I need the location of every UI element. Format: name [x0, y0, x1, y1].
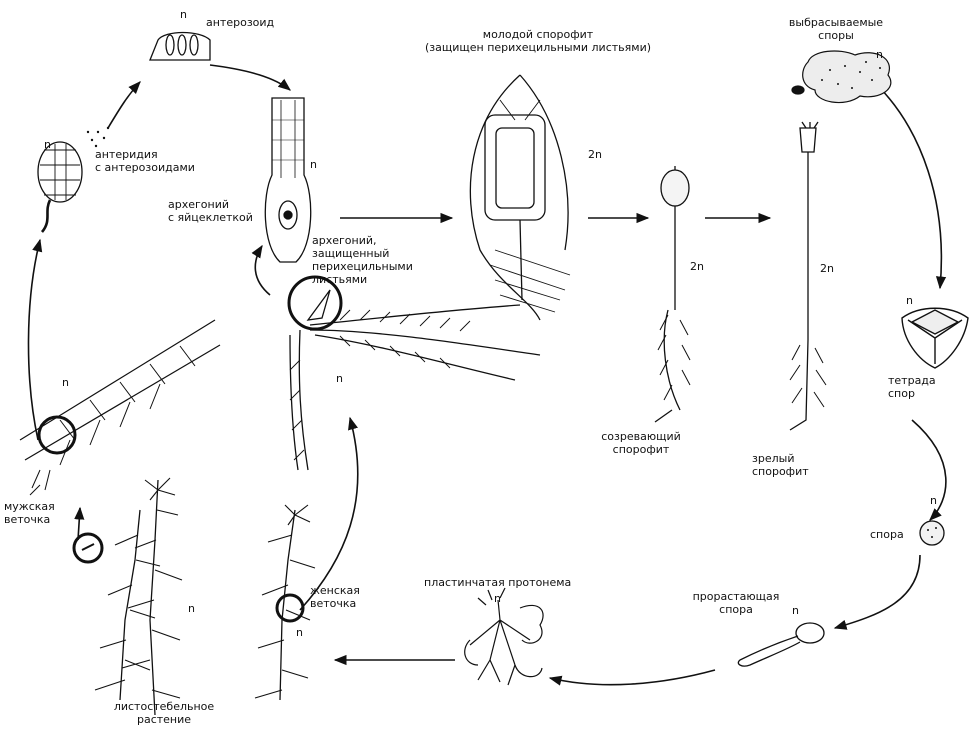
ploidy-mature-sporophyte: 2n: [820, 262, 834, 275]
maturing-sporophyte-illustration: [655, 166, 690, 422]
label-antheridium: антеридия с антерозоидами: [95, 148, 195, 174]
arrow-female-branch-up: [300, 418, 358, 610]
label-archegonium-protected: архегоний, защищенный перихецильными лис…: [312, 234, 413, 286]
label-antherozoid: антерозоид: [206, 16, 274, 29]
label-ejected-spores: выбрасываемые споры: [786, 16, 886, 42]
ploidy-archegonium: n: [310, 158, 317, 171]
label-maturing-sporophyte: созревающий спорофит: [596, 430, 686, 456]
arrow-tetrad-to-spore: [912, 420, 946, 520]
ploidy-spore: n: [930, 494, 937, 507]
label-germinating-spore: прорастающая спора: [686, 590, 786, 616]
label-mature-sporophyte: зрелый спорофит: [752, 452, 809, 478]
label-archegonium-egg: архегоний с яйцеклеткой: [168, 198, 253, 224]
arrow-male-branch-to-antheridium: [28, 240, 40, 440]
label-female-branch: женская веточка: [310, 584, 360, 610]
label-male-branch: мужская веточка: [4, 500, 55, 526]
ploidy-antheridium: n: [44, 138, 51, 151]
arrow-spore-to-germinating: [835, 555, 920, 628]
leafy-plants-illustration: [74, 478, 315, 715]
archegonium-illustration: [265, 98, 310, 262]
arrow-germinating-to-protonema: [550, 670, 715, 685]
ploidy-ejected-spores: n: [876, 48, 883, 61]
male-shoot-illustration: [20, 320, 220, 495]
ploidy-young-sporophyte: 2n: [588, 148, 602, 161]
ploidy-protonema: n: [494, 592, 501, 605]
arrow-antheridium-to-antherozoid: [108, 82, 140, 128]
spore-tetrad-illustration: [902, 308, 968, 368]
antherozoid-illustration: [150, 33, 210, 61]
label-spore: спора: [870, 528, 904, 541]
ploidy-male-shoot: n: [62, 376, 69, 389]
protonema-illustration: [465, 588, 543, 685]
label-young-sporophyte: молодой спорофит (защищен перихецильными…: [398, 28, 678, 54]
young-sporophyte-illustration: [470, 75, 570, 320]
label-protonema: пластинчатая протонема: [424, 576, 571, 589]
ploidy-leafy-plant-right: n: [296, 626, 303, 639]
arrow-antherozoid-to-archegonium: [210, 65, 290, 90]
germinating-spore-illustration: [738, 623, 824, 666]
ploidy-maturing-sporophyte: 2n: [690, 260, 704, 273]
ploidy-germinating-spore: n: [792, 604, 799, 617]
ploidy-spore-tetrad: n: [906, 294, 913, 307]
arrow-archegonium-protected-to-egg: [255, 246, 270, 295]
label-leafy-plant: листостебельное растение: [112, 700, 216, 726]
ploidy-antherozoid: n: [180, 8, 187, 21]
ploidy-female-shoot: n: [336, 372, 343, 385]
label-spore-tetrad: тетрада спор: [888, 374, 936, 400]
mature-sporophyte-illustration: [790, 122, 826, 430]
female-shoot-with-archegonium: [289, 277, 540, 470]
arrow-spores-to-tetrad: [880, 88, 941, 288]
spore-illustration: [920, 521, 944, 545]
ploidy-leafy-plant-left: n: [188, 602, 195, 615]
